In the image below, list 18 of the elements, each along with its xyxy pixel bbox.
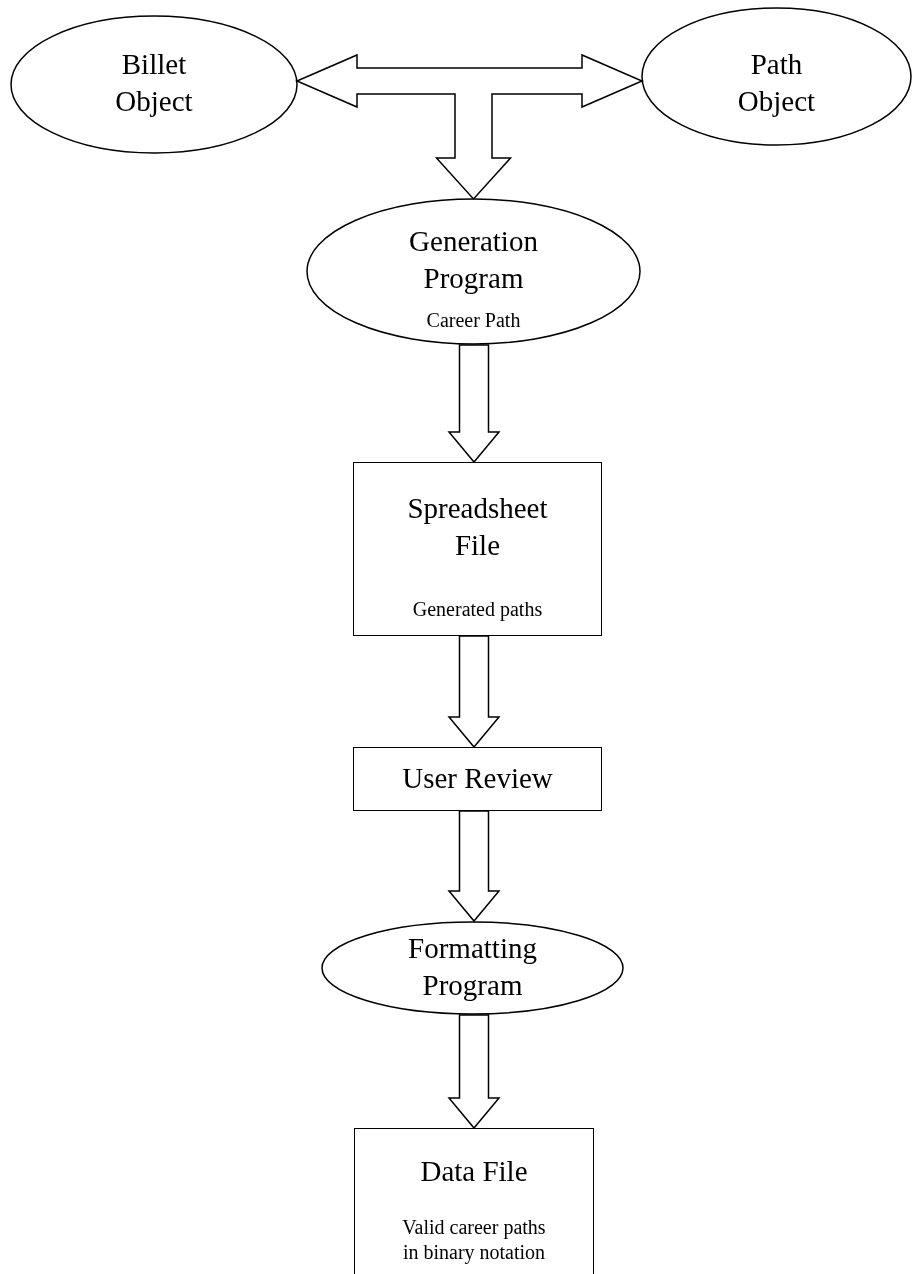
block-arrow [447,635,501,749]
process-box [354,1128,594,1274]
block-arrow [447,1014,501,1130]
node-note: Valid career paths in binary notation [401,1215,547,1265]
node-title: Spreadsheet File [406,491,549,563]
node-note: Career Path [426,308,521,333]
block-arrow [447,810,501,923]
node-title: Formatting Program [407,931,538,1003]
block-arrow [447,344,501,464]
node-title: Generation Program [408,224,539,296]
node-title: Data File [420,1154,528,1189]
node-title: Path Object [736,47,817,119]
node-note: Generated paths [412,597,543,622]
process-box [353,747,602,811]
process-box [353,462,602,636]
node-title: User Review [402,761,553,796]
node-title: Billet Object [114,47,194,119]
block-arrow [295,53,644,201]
